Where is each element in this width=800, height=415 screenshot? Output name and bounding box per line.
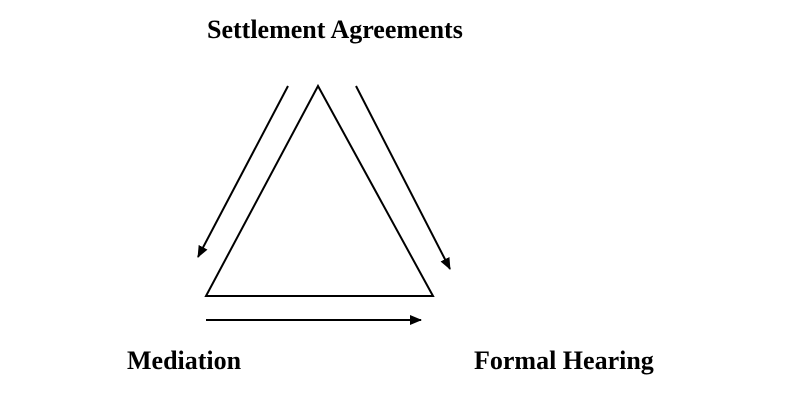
arrow-settlement-to-formal-hearing (355, 85, 451, 270)
arrow-settlement-to-mediation (197, 85, 289, 258)
label-settlement-agreements: Settlement Agreements (207, 15, 463, 44)
label-mediation: Mediation (127, 346, 242, 375)
label-formal-hearing: Formal Hearing (474, 346, 654, 375)
process-triangle (204, 83, 435, 297)
